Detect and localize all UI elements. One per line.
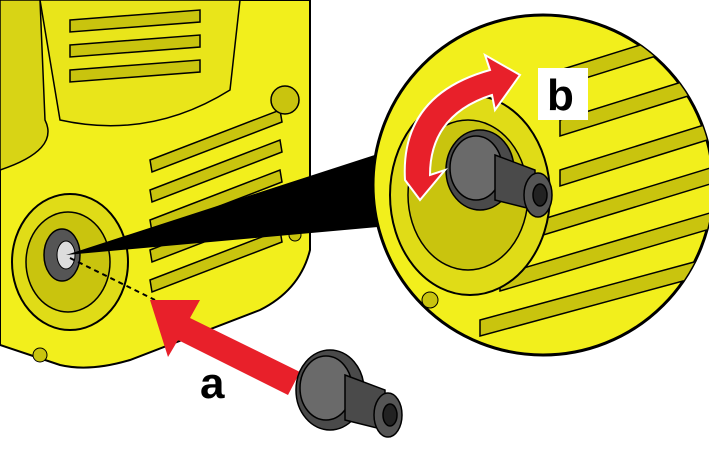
machine-body <box>0 0 311 369</box>
label-a: a <box>200 359 225 408</box>
hose-connector <box>295 349 403 438</box>
rotate-arrow <box>403 52 522 202</box>
guide-line <box>69 257 156 301</box>
detail-zoom: b <box>371 13 709 357</box>
insert-arrow <box>150 300 300 395</box>
callout-wedge <box>66 150 400 255</box>
label-b: b <box>547 71 574 120</box>
